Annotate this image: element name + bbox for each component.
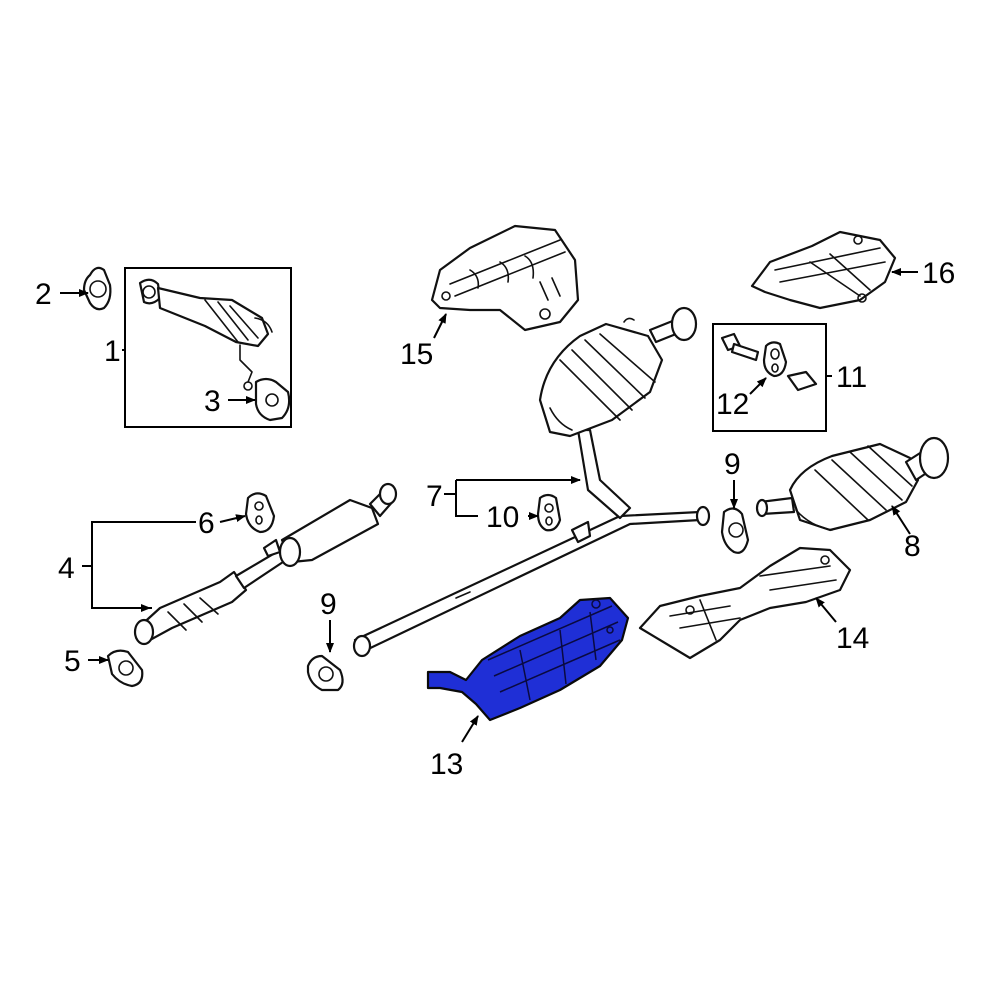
callout-1: 1 [104,335,121,368]
callout-4: 4 [58,552,75,585]
leader-lines [60,268,918,743]
callout-16: 16 [922,257,955,290]
part-4-center-pipe-resonator[interactable] [133,482,398,646]
part-2-gasket[interactable] [82,266,112,311]
part-15-heat-shield[interactable] [430,224,580,332]
part-6-hanger[interactable] [244,492,276,534]
part-10-hanger[interactable] [536,493,562,532]
callout-2: 2 [35,278,52,311]
part-11-group-frame [712,323,827,432]
part-12-bolt[interactable] [720,332,760,362]
part-9-gasket-left[interactable] [306,654,344,692]
part-1-group-frame [124,267,292,428]
callout-10: 10 [486,501,519,534]
callout-labels: 2 1 3 4 6 5 7 10 9 9 8 14 13 15 16 11 12 [35,257,955,781]
callout-14: 14 [836,622,869,655]
callout-15: 15 [400,338,433,371]
part-8-muffler[interactable] [755,436,950,532]
callout-8: 8 [904,530,921,563]
callout-12: 12 [716,388,749,421]
callout-9-right: 9 [724,448,741,481]
part-9-gasket-right[interactable] [720,507,750,554]
part-7-rear-muffler-pipe[interactable] [352,306,711,658]
callout-6: 6 [198,507,215,540]
callout-9-left: 9 [320,588,337,621]
callout-11: 11 [836,361,867,394]
part-13-heat-shield-highlighted[interactable] [426,596,630,722]
part-14-heat-shield[interactable] [638,546,852,660]
part-3-hanger[interactable] [254,377,291,422]
part-5-gasket[interactable] [106,649,144,688]
part-11-rubber-hanger[interactable] [762,341,818,392]
part-16-heat-shield[interactable] [750,230,897,310]
callout-5: 5 [64,645,81,678]
callout-3: 3 [204,385,221,418]
part-1-front-pipe-converter[interactable] [138,278,273,391]
callout-13: 13 [430,748,463,781]
callout-7: 7 [426,480,443,513]
